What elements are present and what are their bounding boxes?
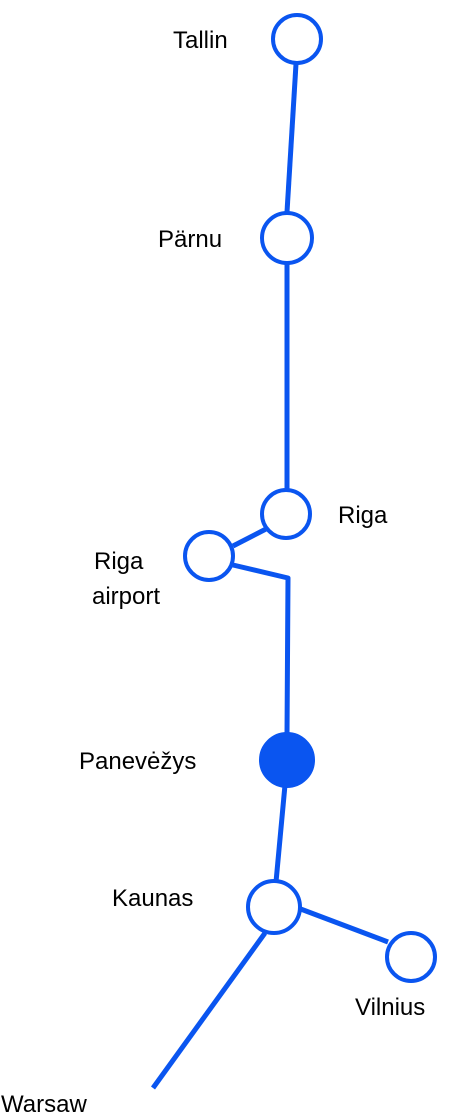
station-marker-riga[interactable]	[260, 488, 312, 540]
segment-tallin-parnu	[284, 63, 299, 213]
segment-kaunas-vilnius	[297, 905, 389, 945]
segment-riga-airport-panevezys	[232, 562, 291, 736]
station-marker-vilnius[interactable]	[385, 931, 437, 983]
station-marker-riga-airport[interactable]	[183, 530, 235, 582]
station-marker-tallin[interactable]	[271, 13, 323, 65]
station-label-riga: Riga	[338, 502, 388, 529]
endpoint-label-warsaw: Warsaw	[1, 1091, 87, 1117]
segment-panevezys-kaunas	[273, 784, 288, 883]
station-label-riga-airport-line2: airport	[92, 583, 160, 610]
station-label-parnu: Pärnu	[158, 226, 222, 253]
segment-riga-riga-airport	[231, 526, 268, 549]
station-label-panevezys: Panevėžys	[79, 748, 196, 775]
station-marker-kaunas[interactable]	[246, 879, 302, 935]
station-label-tallin: Tallin	[173, 27, 228, 54]
station-marker-panevezys[interactable]	[259, 732, 315, 788]
stations	[183, 13, 437, 983]
station-label-vilnius: Vilnius	[355, 994, 425, 1021]
station-label-riga-airport: Riga airport	[92, 548, 160, 610]
station-label-riga-airport-line1: Riga	[94, 548, 144, 575]
station-labels: Tallin Pärnu Riga Riga airport Panevėžys…	[1, 27, 425, 1117]
station-marker-parnu[interactable]	[260, 211, 314, 265]
station-label-kaunas: Kaunas	[112, 885, 193, 912]
segment-kaunas-warsaw	[150, 931, 268, 1090]
route-lines	[150, 63, 389, 1090]
